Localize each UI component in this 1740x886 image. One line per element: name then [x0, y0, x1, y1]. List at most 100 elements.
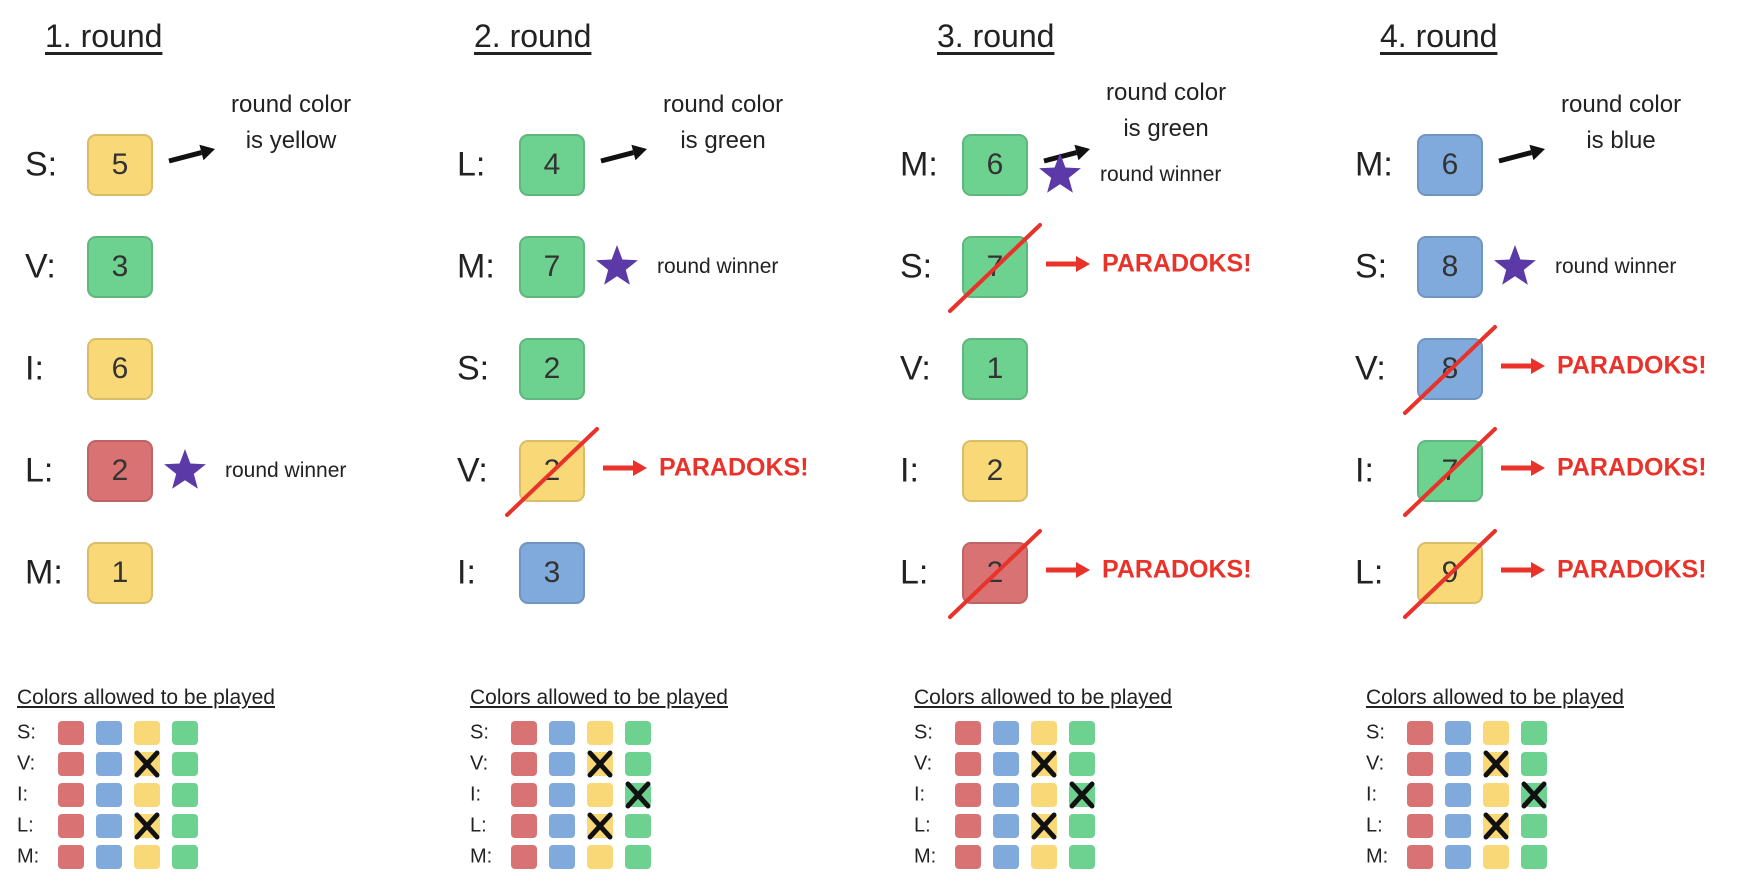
paradoks-arrow [1501, 460, 1545, 476]
player-label: V: [457, 451, 488, 490]
round-color-note: round color is yellow [231, 87, 351, 159]
round-color-note-line: round color [1106, 79, 1227, 106]
color-square-red [1407, 721, 1433, 745]
card: 5 [87, 134, 153, 196]
card: 8 [1417, 338, 1483, 400]
round-color-arrow [600, 144, 647, 164]
color-square-yellow [1031, 783, 1057, 807]
round-color-arrow [168, 144, 215, 164]
player-label: L: [1355, 553, 1384, 592]
card: 6 [87, 338, 153, 400]
player-label: M: [900, 145, 938, 184]
color-square-red [1407, 752, 1433, 776]
player-label: V: [25, 247, 56, 286]
color-square-blue [1445, 752, 1471, 776]
color-square-blue [1445, 783, 1471, 807]
color-square-red [511, 783, 537, 807]
round-color-note-line: is yellow [245, 127, 337, 154]
color-square-green [1521, 752, 1547, 776]
color-square-yellow [1031, 721, 1057, 745]
player-label: I: [900, 451, 919, 490]
round-color-note-line: is green [1123, 115, 1209, 142]
grid-title: Colors allowed to be played [914, 686, 1172, 709]
color-square-blue [549, 752, 575, 776]
color-square-green [625, 721, 651, 745]
grid-player-label: I: [470, 783, 482, 806]
round-winner-label: round winner [1555, 255, 1677, 278]
color-square-red [58, 721, 84, 745]
color-square-red [1407, 783, 1433, 807]
color-square-red [955, 845, 981, 869]
color-square-red [1407, 814, 1433, 838]
color-square-yellow [1483, 752, 1509, 776]
color-square-blue [993, 721, 1019, 745]
color-square-green [1069, 783, 1095, 807]
color-square-green [1521, 845, 1547, 869]
grid-player-label: S: [1366, 721, 1385, 744]
player-label: M: [457, 247, 495, 286]
grid-player-label: M: [1366, 845, 1389, 868]
color-square-green [1521, 783, 1547, 807]
color-square-green [172, 814, 198, 838]
star-icon [1494, 245, 1536, 285]
color-square-yellow [1483, 814, 1509, 838]
color-square-red [955, 721, 981, 745]
color-square-yellow [587, 845, 613, 869]
paradoks-label: PARADOKS! [1557, 555, 1707, 584]
color-square-red [1407, 845, 1433, 869]
paradoks-arrow [1046, 256, 1090, 272]
round-color-note-line: is green [680, 127, 766, 154]
star-icon [596, 245, 638, 285]
card: 2 [519, 440, 585, 502]
round-color-note-line: round color [231, 91, 352, 118]
card: 1 [962, 338, 1028, 400]
grid-title: Colors allowed to be played [17, 686, 275, 709]
color-square-yellow [587, 752, 613, 776]
color-square-blue [96, 845, 122, 869]
color-square-blue [549, 721, 575, 745]
color-square-green [625, 814, 651, 838]
card: 3 [87, 236, 153, 298]
grid-player-label: I: [1366, 783, 1378, 806]
player-label: V: [900, 349, 931, 388]
color-square-blue [96, 783, 122, 807]
player-label: S: [900, 247, 933, 286]
round-color-note: round color is green [1106, 75, 1226, 147]
grid-player-label: I: [914, 783, 926, 806]
color-square-red [511, 814, 537, 838]
card: 7 [962, 236, 1028, 298]
color-square-blue [993, 783, 1019, 807]
star-icon [1039, 153, 1081, 193]
round-color-note-line: round color [1561, 91, 1682, 118]
card: 2 [519, 338, 585, 400]
card: 3 [519, 542, 585, 604]
grid-player-label: L: [1366, 814, 1383, 837]
color-square-yellow [134, 814, 160, 838]
color-square-yellow [134, 783, 160, 807]
color-square-blue [1445, 845, 1471, 869]
color-square-green [1069, 845, 1095, 869]
paradoks-arrow [1501, 562, 1545, 578]
grid-player-label: S: [17, 721, 36, 744]
paradoks-arrow [603, 460, 647, 476]
card: 6 [1417, 134, 1483, 196]
grid-player-label: S: [470, 721, 489, 744]
color-square-green [625, 783, 651, 807]
color-square-yellow [134, 752, 160, 776]
color-square-red [58, 845, 84, 869]
round-color-arrow [1498, 144, 1545, 164]
color-square-red [58, 752, 84, 776]
color-square-blue [549, 845, 575, 869]
grid-player-label: L: [914, 814, 931, 837]
grid-title: Colors allowed to be played [470, 686, 728, 709]
card: 7 [1417, 440, 1483, 502]
color-square-blue [96, 721, 122, 745]
paradoks-label: PARADOKS! [1557, 351, 1707, 380]
card: 2 [962, 542, 1028, 604]
color-square-yellow [587, 814, 613, 838]
player-label: L: [457, 145, 486, 184]
star-icon [164, 449, 206, 489]
color-square-blue [549, 814, 575, 838]
round-winner-label: round winner [657, 255, 779, 278]
color-square-red [955, 752, 981, 776]
